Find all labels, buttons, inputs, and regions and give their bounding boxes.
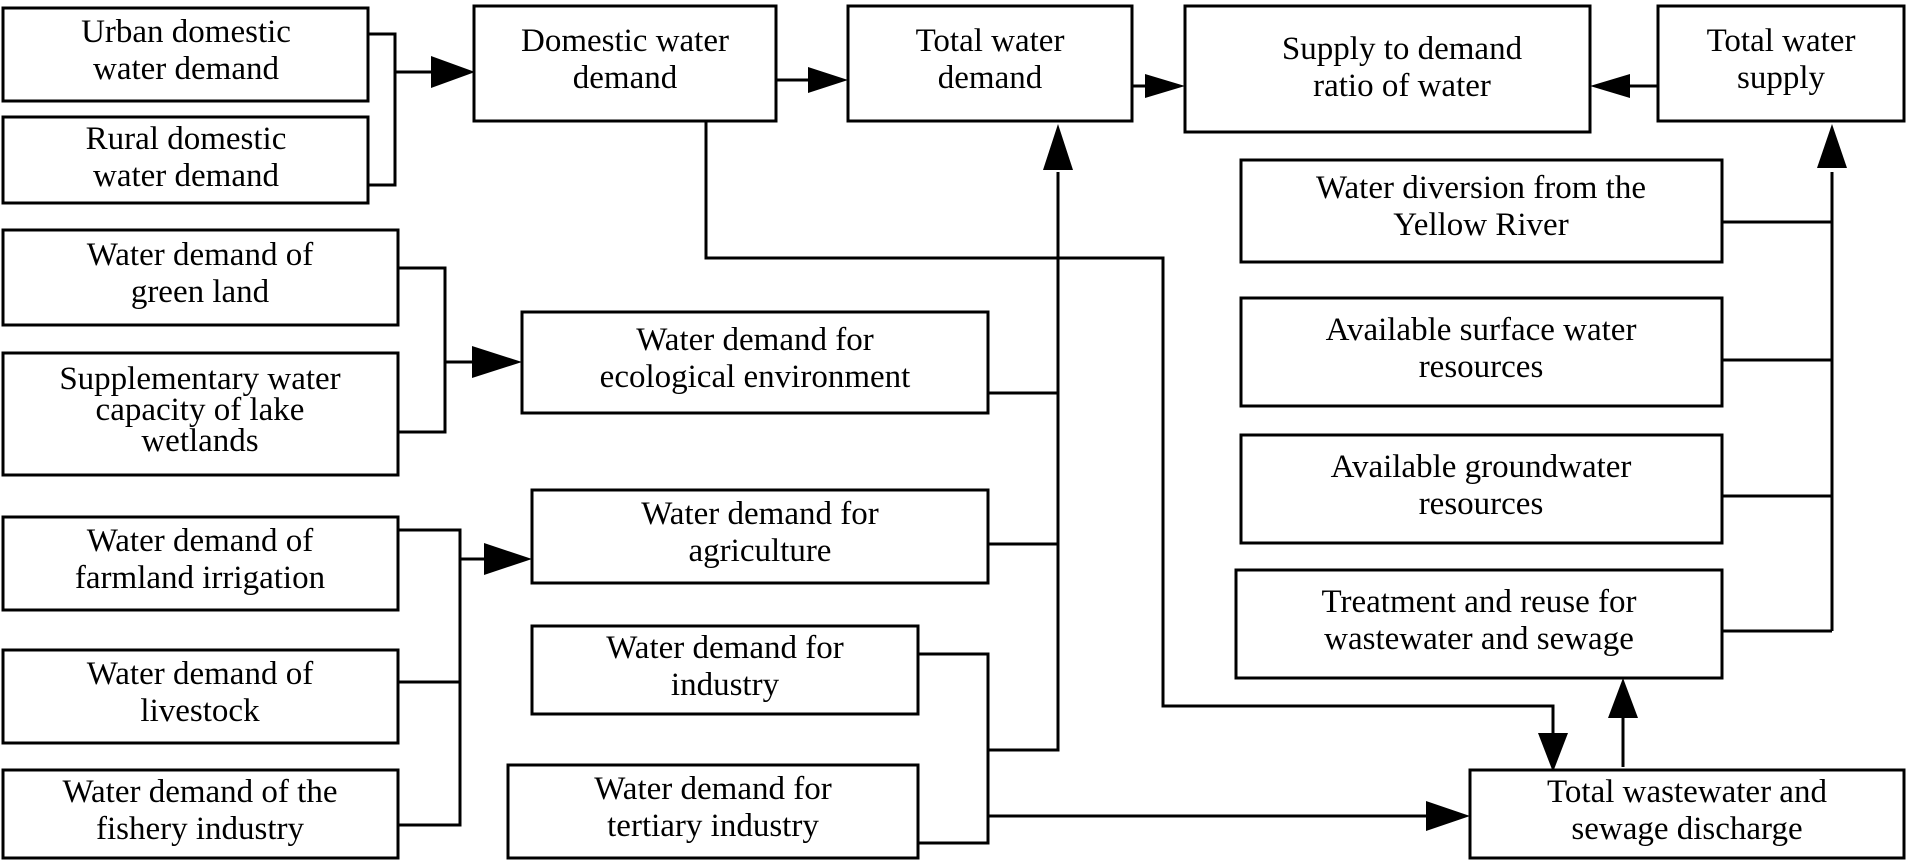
svg-text:demand: demand <box>938 60 1043 96</box>
svg-text:water demand: water demand <box>93 51 279 87</box>
svg-text:fishery industry: fishery industry <box>96 811 305 847</box>
svg-text:agriculture: agriculture <box>689 533 832 569</box>
connector-domestic-to-wastewater <box>704 122 1555 735</box>
svg-text:Water demand for: Water demand for <box>606 630 843 666</box>
fishery-node: Water demand of the fishery industry <box>1 768 400 860</box>
svg-text:tertiary industry: tertiary industry <box>607 808 819 844</box>
connector-industry-tertiary-bracket <box>918 652 990 845</box>
surface-water-node: Available surface water resources <box>1239 296 1724 408</box>
svg-text:Total water: Total water <box>1707 23 1856 59</box>
svg-text:Yellow River: Yellow River <box>1393 207 1568 243</box>
svg-text:Supply to demand: Supply to demand <box>1282 31 1523 67</box>
connector-green-lake-bracket <box>398 266 447 434</box>
svg-text:resources: resources <box>1419 486 1544 522</box>
svg-text:Available groundwater: Available groundwater <box>1331 449 1632 485</box>
connector-urban-rural-bracket <box>368 32 397 187</box>
svg-text:Water demand for: Water demand for <box>641 496 878 532</box>
total-demand-node: Total water demand <box>846 4 1134 123</box>
total-supply-node: Total water supply <box>1656 4 1906 123</box>
svg-text:industry: industry <box>671 667 780 703</box>
svg-text:Supplementary water: Supplementary water <box>59 361 340 397</box>
svg-text:wetlands: wetlands <box>141 423 258 459</box>
arrowhead-domestic-to-wastewater <box>1538 733 1568 772</box>
svg-text:Water demand of: Water demand of <box>87 656 313 692</box>
groundwater-node: Available groundwater resources <box>1239 433 1724 545</box>
svg-text:demand: demand <box>573 60 678 96</box>
svg-text:Water demand for: Water demand for <box>594 771 831 807</box>
industry-node: Water demand for industry <box>530 624 920 716</box>
arrowhead-tertiary-to-wastewater <box>1426 801 1470 831</box>
svg-text:Water demand of the: Water demand of the <box>63 774 338 810</box>
svg-text:Rural domestic: Rural domestic <box>86 121 287 157</box>
svg-text:Water demand of: Water demand of <box>87 523 313 559</box>
yellow-river-node: Water diversion from the Yellow River <box>1239 158 1724 264</box>
svg-text:Available surface water: Available surface water <box>1326 312 1637 348</box>
arrowhead-to-ecological <box>472 346 522 378</box>
svg-text:sewage discharge: sewage discharge <box>1571 811 1802 847</box>
svg-text:livestock: livestock <box>140 693 260 729</box>
rural-domestic-node: Rural domestic water demand <box>1 115 370 205</box>
connectors <box>368 32 1834 845</box>
svg-text:Total wastewater and: Total wastewater and <box>1547 774 1827 810</box>
svg-text:wastewater and sewage: wastewater and sewage <box>1324 621 1634 657</box>
svg-text:Water diversion from the: Water diversion from the <box>1316 170 1646 206</box>
svg-text:Domestic water: Domestic water <box>521 23 729 59</box>
arrowheads <box>431 56 1847 831</box>
domestic-node: Domestic water demand <box>472 4 778 123</box>
wastewater-node: Total wastewater and sewage discharge <box>1468 768 1906 860</box>
svg-text:Total water: Total water <box>916 23 1065 59</box>
svg-text:Water demand of: Water demand of <box>87 237 313 273</box>
arrowhead-to-ratio <box>1145 74 1185 98</box>
arrowhead-to-domestic <box>431 56 475 88</box>
arrowhead-to-reuse <box>1608 678 1638 718</box>
svg-text:green land: green land <box>131 274 270 310</box>
ecological-node: Water demand for ecological environment <box>520 310 990 415</box>
svg-text:supply: supply <box>1737 60 1826 96</box>
farmland-node: Water demand of farmland irrigation <box>1 515 400 612</box>
svg-text:resources: resources <box>1419 349 1544 385</box>
tertiary-node: Water demand for tertiary industry <box>506 763 920 860</box>
lake-wetlands-node: Supplementary water capacity of lake wet… <box>1 351 400 477</box>
arrowhead-supply-to-ratio <box>1590 74 1630 98</box>
ratio-node: Supply to demand ratio of water <box>1183 4 1592 134</box>
green-land-node: Water demand of green land <box>1 228 400 327</box>
arrowhead-to-total-supply <box>1817 124 1847 168</box>
arrowhead-to-total-demand <box>808 67 848 93</box>
svg-text:farmland irrigation: farmland irrigation <box>75 560 325 596</box>
connector-agri-bracket <box>398 528 462 827</box>
arrowhead-to-agriculture <box>484 543 532 575</box>
svg-text:Treatment and reuse for: Treatment and reuse for <box>1322 584 1637 620</box>
svg-text:capacity of lake: capacity of lake <box>96 392 305 428</box>
agriculture-node: Water demand for agriculture <box>530 488 990 585</box>
reuse-node: Treatment and reuse for wastewater and s… <box>1234 568 1724 680</box>
urban-domestic-node: Urban domestic water demand <box>1 6 370 103</box>
svg-text:Urban domestic: Urban domestic <box>81 14 291 50</box>
livestock-node: Water demand of livestock <box>1 648 400 745</box>
arrowhead-bus-to-total-demand <box>1043 124 1073 170</box>
svg-text:ratio of water: ratio of water <box>1313 68 1491 104</box>
svg-text:ecological environment: ecological environment <box>600 359 911 395</box>
connector-demand-bus <box>988 172 1060 752</box>
svg-text:water demand: water demand <box>93 158 279 194</box>
svg-text:Water demand for: Water demand for <box>636 322 873 358</box>
